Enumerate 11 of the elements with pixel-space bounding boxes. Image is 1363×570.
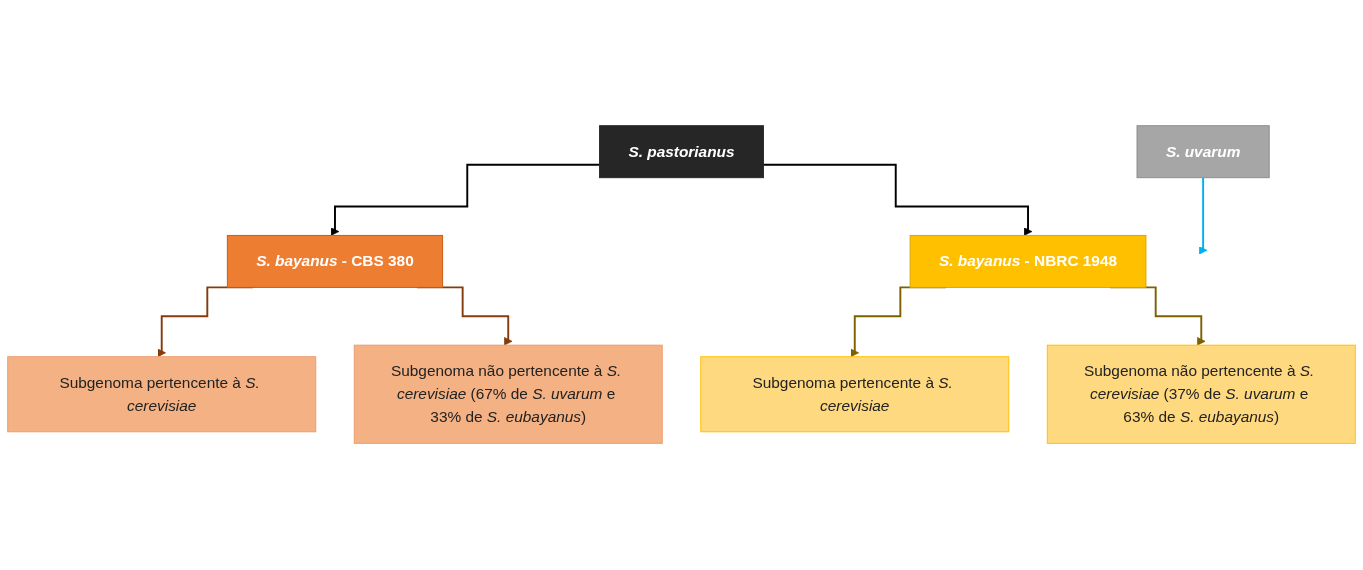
node-box: Subgenoma pertencente à S. cerevisiae: [700, 356, 1010, 433]
node-box: S. uvarum: [1136, 125, 1270, 179]
arrow: [1198, 177, 1208, 256]
node-box: S. bayanus - NBRC 1948: [909, 235, 1147, 289]
arrow: [330, 164, 601, 237]
node-box: S. bayanus - CBS 380: [226, 235, 444, 289]
arrow: [762, 164, 1033, 237]
node-box: Subgenoma não pertencente à S. cerevisiae (67% de S. uvarum e 33% de S. eubayanus): [353, 345, 663, 445]
node-box: Subgenoma não pertencente à S. cerevisiae (37% de S. uvarum e 63% de S. eubayanus): [1046, 345, 1356, 445]
node-box: Subgenoma pertencente à S. cerevisiae: [7, 356, 317, 433]
node-box: S. pastorianus: [599, 125, 764, 179]
